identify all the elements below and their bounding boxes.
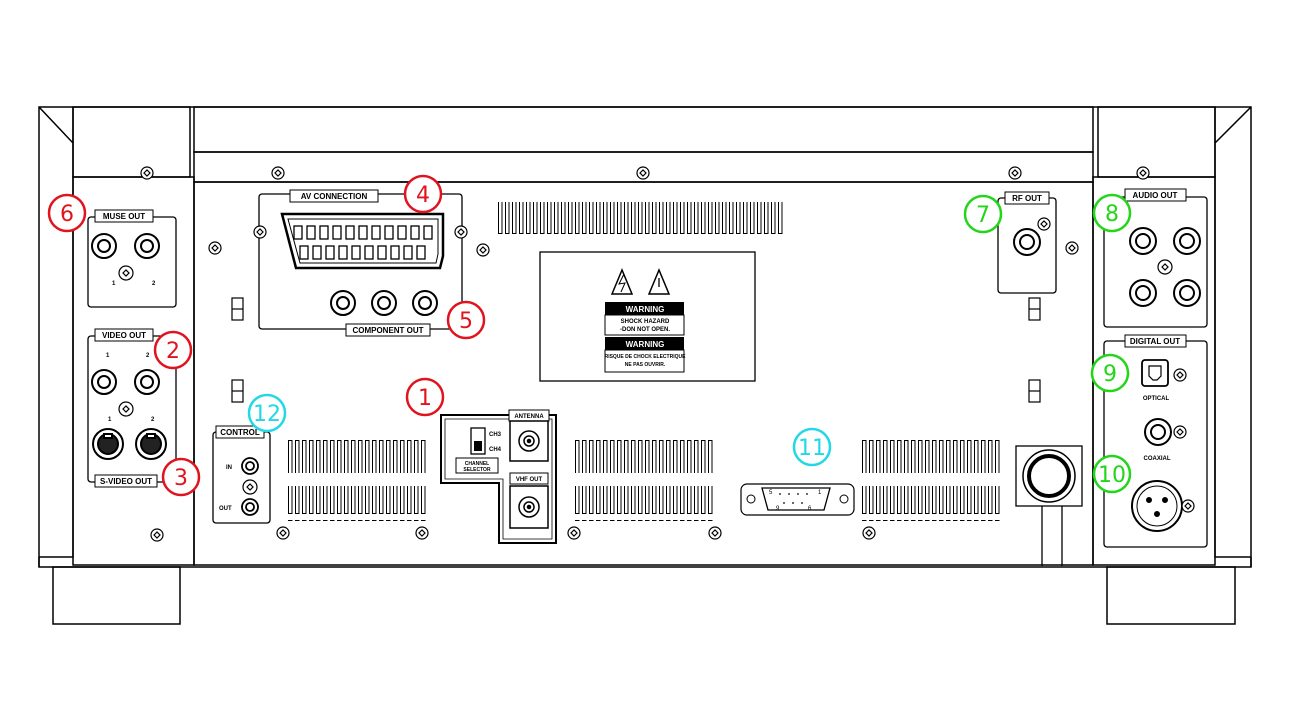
control-in-label: IN	[226, 465, 232, 471]
dsub-pin-6-label: 6	[808, 506, 812, 512]
jack-number-2: 2	[146, 353, 150, 359]
muse-out-panel: MUSE OUT 1 2	[87, 209, 177, 308]
screw-icon	[454, 225, 468, 239]
selector-label: SELECTOR	[463, 467, 491, 473]
coaxial-jack-icon	[1144, 418, 1172, 446]
channel-label: CHANNEL	[465, 461, 489, 467]
av-connection-label: AV CONNECTION	[301, 192, 368, 201]
callout-number: 2	[166, 339, 180, 364]
power-cord-icon	[1015, 445, 1083, 566]
coax-jack-icon	[509, 485, 549, 529]
antenna-panel: ANTENNA VHF OUT CH3 CH4 CHANNEL SELECTOR	[440, 409, 557, 544]
callout-number: 12	[253, 402, 281, 427]
screw-icon	[1173, 368, 1187, 382]
callout-8: 8	[1092, 193, 1132, 233]
callout-number: 5	[459, 309, 473, 334]
rf-out-panel: RF OUT	[997, 191, 1057, 294]
screw-icon	[253, 225, 267, 239]
callout-number: 3	[174, 466, 188, 491]
video-out-label: VIDEO OUT	[102, 331, 146, 340]
xlr-connector-icon	[1131, 480, 1183, 532]
callout-4: 4	[403, 174, 443, 214]
scart-connector-icon	[280, 212, 445, 270]
antenna-label: ANTENNA	[514, 414, 544, 420]
jack-number-1: 1	[108, 417, 112, 423]
mini-jack-icon	[241, 457, 259, 516]
callout-number: 1	[418, 386, 432, 411]
s-video-out-label: S-VIDEO OUT	[100, 477, 152, 486]
callout-11: 11	[792, 427, 832, 467]
callout-number: 9	[1103, 362, 1117, 387]
callout-2: 2	[153, 330, 193, 370]
screw-icon	[118, 401, 134, 417]
jack-number-2: 2	[152, 281, 156, 287]
callout-6: 6	[47, 193, 87, 233]
rf-out-label: RF OUT	[1012, 194, 1042, 203]
video-out-panel: VIDEO OUT 1 2 1 2 S-VIDEO OUT	[87, 328, 177, 488]
vhf-out-label: VHF OUT	[516, 477, 543, 483]
warning-title: WARNING	[626, 305, 665, 314]
rf-jack-icon	[1013, 228, 1041, 256]
audio-out-label: AUDIO OUT	[1133, 191, 1178, 200]
dsub-pin-5-label: 5	[769, 490, 773, 496]
callout-1: 1	[405, 377, 445, 417]
dsub-pin-1-label: 1	[818, 490, 822, 496]
screw-icon	[242, 479, 258, 495]
audio-out-panel: AUDIO OUT	[1103, 188, 1208, 328]
ch3-label: CH3	[489, 432, 502, 438]
component-jack-icon	[330, 290, 438, 316]
screw-icon	[1157, 259, 1173, 275]
callout-number: 4	[416, 183, 430, 208]
callout-number: 6	[60, 202, 74, 227]
muse-out-label: MUSE OUT	[103, 212, 145, 221]
warning-line-3: RISQUE DE CHOCK ELECTRIQUE	[605, 354, 687, 360]
electric-shock-icon	[610, 268, 634, 295]
callout-10: 10	[1092, 454, 1132, 494]
dsub-pin-9-label: 9	[776, 506, 780, 512]
digital-out-panel: DIGITAL OUT OPTICAL COAXIAL	[1103, 334, 1208, 548]
warning-line-4: NE PAS OUVRIR.	[625, 362, 666, 368]
ch4-label: CH4	[489, 447, 502, 453]
digital-out-label: DIGITAL OUT	[1130, 337, 1180, 346]
dsub-9-connector-icon: 5 1 9 6	[740, 483, 855, 516]
screw-icon	[118, 265, 134, 281]
jack-number-2: 2	[151, 417, 155, 423]
callout-number: 8	[1105, 202, 1119, 227]
callout-number: 7	[976, 203, 990, 228]
rca-jack-icon	[91, 369, 160, 395]
optical-port-icon	[1141, 359, 1169, 387]
callout-12: 12	[247, 393, 287, 433]
s-video-jack-icon	[92, 428, 167, 460]
callout-7: 7	[963, 194, 1003, 234]
audio-rca-jack-icon	[1129, 227, 1201, 307]
coax-jack-icon	[509, 420, 549, 462]
screw-icon	[1181, 499, 1195, 513]
warning-title: WARNING	[626, 340, 665, 349]
warning-line-1: SHOCK HAZARD	[621, 319, 670, 325]
av-connection-panel: AV CONNECTION COMPONENT OUT	[253, 189, 468, 337]
callout-number: 11	[798, 436, 826, 461]
screw-icon	[1037, 217, 1051, 231]
channel-switch-icon	[470, 427, 486, 455]
callout-9: 9	[1090, 353, 1130, 393]
control-label: CONTROL	[220, 428, 260, 437]
vent-slots	[287, 202, 1002, 521]
optical-label: OPTICAL	[1143, 396, 1170, 402]
callout-5: 5	[446, 300, 486, 340]
coaxial-label: COAXIAL	[1144, 456, 1171, 462]
warning-label: WARNING SHOCK HAZARD -DON NOT OPEN. WARN…	[539, 251, 756, 382]
control-panel: CONTROL IN OUT	[212, 425, 271, 524]
screw-icon	[1173, 425, 1187, 439]
warning-line-2: -DON NOT OPEN.	[620, 327, 670, 333]
callout-number: 10	[1098, 463, 1126, 488]
callout-3: 3	[161, 457, 201, 497]
rca-jack-icon	[91, 233, 160, 259]
control-out-label: OUT	[219, 506, 232, 512]
jack-number-1: 1	[106, 353, 110, 359]
latch-markers	[231, 297, 1041, 403]
component-out-label: COMPONENT OUT	[352, 326, 423, 335]
jack-number-1: 1	[112, 281, 116, 287]
